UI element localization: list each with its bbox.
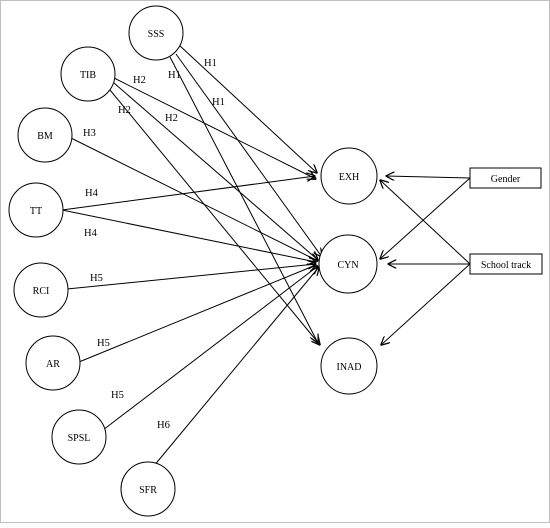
node-sfr-label: SFR: [139, 485, 157, 496]
edge-schooltrack-exh: [380, 180, 471, 265]
edge-sss-cyn: [175, 53, 322, 257]
label-h6-sfr: H6: [157, 420, 170, 431]
edge-gender-cyn: [380, 177, 471, 259]
edge-gender-exh: [386, 176, 471, 178]
edge-tib-cyn: [113, 82, 318, 260]
label-h1-sss-exh: H1: [204, 58, 217, 69]
node-exh-label: EXH: [339, 172, 360, 183]
node-ar: AR: [25, 335, 81, 391]
edge-bm-cyn: [70, 137, 318, 261]
label-h1-sss-cyn: H1: [168, 70, 181, 81]
label-h4-tt-exh: H4: [85, 188, 99, 199]
node-rci-label: RCI: [33, 286, 50, 297]
edge-rci-cyn: [66, 264, 316, 290]
edge-tib-exh: [113, 77, 316, 179]
node-sss: SSS: [128, 5, 184, 61]
box-school-track: School track: [469, 253, 543, 275]
label-h2-tib-exh: H2: [133, 75, 146, 86]
node-sfr: SFR: [120, 461, 176, 517]
edge-tib-inad: [109, 89, 320, 345]
edge-tt-exh: [61, 176, 315, 211]
edge-spsl-cyn: [102, 266, 318, 431]
node-cyn-label: CYN: [337, 260, 358, 271]
node-spsl-label: SPSL: [68, 433, 91, 444]
node-bm: BM: [17, 107, 73, 163]
label-h5-spsl: H5: [111, 390, 124, 401]
node-inad: INAD: [320, 337, 378, 395]
edge-ar-cyn: [78, 265, 316, 363]
box-school-track-label: School track: [481, 260, 531, 271]
node-rci: RCI: [13, 262, 69, 318]
edge-schooltrack-inad: [381, 263, 471, 345]
node-exh: EXH: [320, 147, 378, 205]
node-ar-label: AR: [46, 359, 60, 370]
label-h5-ar: H5: [97, 338, 110, 349]
node-inad-label: INAD: [337, 362, 362, 373]
label-h2-tib-cyn: H2: [118, 105, 131, 116]
node-tt: TT: [8, 182, 64, 238]
label-h5-rci: H5: [90, 273, 103, 284]
edge-sss-inad: [169, 56, 318, 343]
node-sss-label: SSS: [148, 29, 165, 40]
node-tib-label: TIB: [80, 70, 96, 81]
node-tib: TIB: [60, 46, 116, 102]
box-gender: Gender: [469, 167, 542, 189]
node-tt-label: TT: [30, 206, 42, 217]
box-gender-label: Gender: [491, 174, 521, 185]
label-h1-sss-inad: H1: [212, 97, 225, 108]
node-spsl: SPSL: [51, 409, 107, 465]
label-h4-tt-cyn: H4: [84, 228, 98, 239]
edge-tt-cyn: [61, 209, 316, 262]
edge-sss-exh: [178, 44, 317, 173]
label-h3-bm: H3: [83, 128, 96, 139]
node-bm-label: BM: [37, 131, 53, 142]
node-cyn: CYN: [318, 234, 378, 294]
label-h2-tib-inad: H2: [165, 113, 178, 124]
edge-sfr-cyn: [152, 267, 319, 468]
